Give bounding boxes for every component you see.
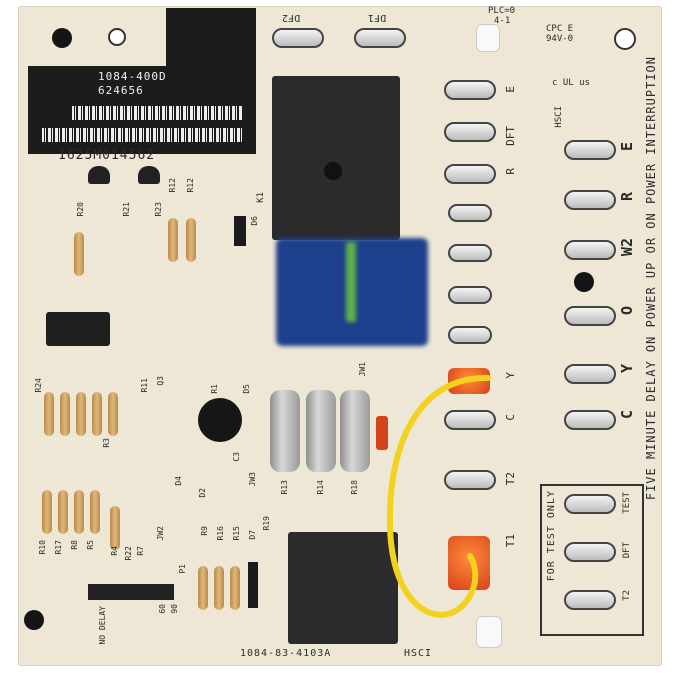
mounting-hole-top <box>108 28 126 46</box>
resistor-r12a <box>168 204 178 276</box>
resistor-bank-3 <box>76 378 86 450</box>
cpce-mark: CPC E <box>546 24 574 34</box>
mounting-post-bottom-left <box>24 610 44 630</box>
part-code: 624656 <box>98 84 144 97</box>
resistor-r9 <box>198 552 208 624</box>
part-label: 1084-400D 624656 <box>28 8 256 154</box>
barcode-bottom <box>42 128 242 142</box>
terminal-dft-test[interactable] <box>564 542 616 562</box>
resistor-r16 <box>214 552 224 624</box>
barcode-top <box>72 106 242 120</box>
mounting-post-top-left <box>52 28 72 48</box>
plc-label: PLC=0 <box>488 6 516 16</box>
terminal-spare-1[interactable] <box>448 204 492 222</box>
resistor-r8 <box>74 476 84 548</box>
relay-bottom <box>288 532 398 644</box>
test-terminal-box: TEST DFT T2 FOR TEST ONLY <box>540 484 644 636</box>
terminal-c-right[interactable] <box>564 410 616 430</box>
bottom-brand: HSCI <box>404 648 433 659</box>
standoff-top <box>476 24 500 52</box>
resistor-r4 <box>110 492 120 564</box>
bottom-part-code: 1084-83-4103A <box>240 648 332 659</box>
diode-d7 <box>248 562 258 608</box>
terminal-o-right[interactable] <box>564 306 616 326</box>
df1-terminal[interactable] <box>354 28 406 48</box>
terminal-r-left[interactable] <box>444 164 496 184</box>
power-resistor-r18 <box>340 390 370 472</box>
standoff-bottom <box>476 616 502 648</box>
label-top-extension <box>166 8 256 66</box>
terminal-y-right[interactable] <box>564 364 616 384</box>
part-number: 1084-400D <box>98 70 167 83</box>
resistor-r15 <box>230 552 240 624</box>
resistor-bank-1 <box>44 378 54 450</box>
plc-rev: 4-1 <box>494 16 511 26</box>
terminal-spare-4[interactable] <box>448 326 492 344</box>
resistor-r10 <box>42 476 52 548</box>
df2-terminal[interactable] <box>272 28 324 48</box>
power-resistor-r13 <box>270 390 300 472</box>
jumper-header-p1[interactable] <box>88 584 174 600</box>
terminal-spare-3[interactable] <box>448 286 492 304</box>
terminal-e-left[interactable] <box>444 80 496 100</box>
transistor-q <box>138 166 160 184</box>
yellow-wire <box>386 374 491 618</box>
green-lead <box>346 242 356 322</box>
resistor-bank-2 <box>60 378 70 450</box>
resistor-r12b <box>186 204 196 276</box>
mounting-hole-top-right <box>614 28 636 50</box>
resistor-r20 <box>74 218 84 290</box>
terminal-spare-2[interactable] <box>448 244 492 262</box>
ul-mark: c UL us <box>552 78 590 88</box>
terminal-t1-plug[interactable] <box>448 536 490 590</box>
diode-d6 <box>234 216 246 246</box>
serial-number: 1625M014562 <box>58 148 156 163</box>
terminal-r-right[interactable] <box>564 190 616 210</box>
power-resistor-r14 <box>306 390 336 472</box>
transistor-u1 <box>88 166 110 184</box>
rating-mark: 94V-0 <box>546 34 574 44</box>
terminal-e-right[interactable] <box>564 140 616 160</box>
terminal-dft-left[interactable] <box>444 122 496 142</box>
capacitor-c3 <box>198 398 242 442</box>
resistor-bank-4 <box>92 378 102 450</box>
terminal-t2-test[interactable] <box>564 590 616 610</box>
orange-cap-small <box>376 416 388 450</box>
relay-k1 <box>272 76 400 240</box>
terminal-t2-left[interactable] <box>444 470 496 490</box>
ic-chip <box>46 312 110 346</box>
circuit-board: 1084-400D 624656 1625M014562 DF2 DF1 PLC… <box>18 6 662 666</box>
terminal-test[interactable] <box>564 494 616 514</box>
terminal-w2-right[interactable] <box>564 240 616 260</box>
resistor-r5 <box>90 476 100 548</box>
relay-k1-mark <box>324 162 342 180</box>
resistor-r17 <box>58 476 68 548</box>
black-post-center <box>574 272 594 292</box>
terminal-c-left[interactable] <box>444 410 496 430</box>
resistor-bank-5 <box>108 378 118 450</box>
